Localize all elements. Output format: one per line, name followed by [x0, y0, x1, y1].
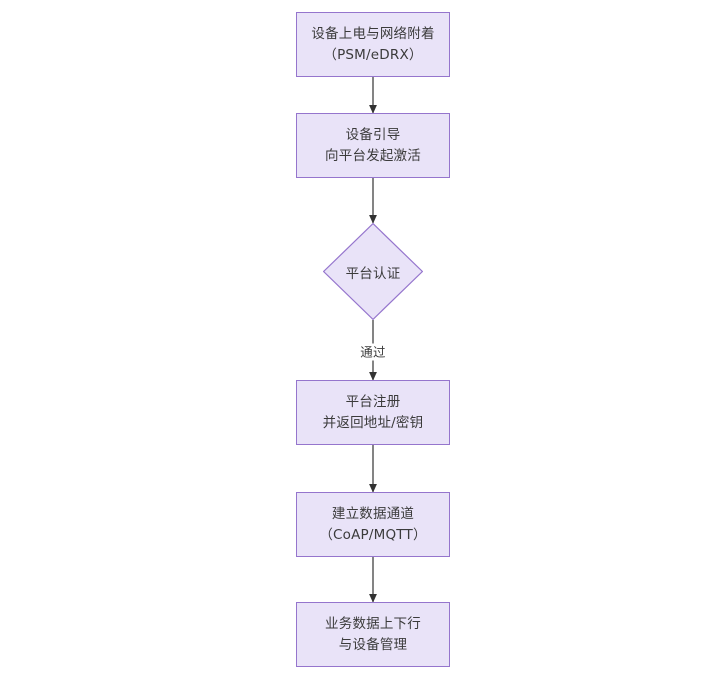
- node-business-data-and-device-management[interactable]: 业务数据上下行 与设备管理: [296, 602, 450, 667]
- diamond-shape-icon: [323, 223, 423, 320]
- node-text-line: 业务数据上下行: [325, 615, 421, 632]
- node-text-line: 建立数据通道: [331, 505, 415, 522]
- edge-label-pass: 通过: [358, 343, 388, 361]
- node-text-line: 平台注册: [345, 393, 401, 410]
- node-device-bootstrap[interactable]: 设备引导 向平台发起激活: [296, 113, 450, 178]
- node-text-line: （CoAP/MQTT）: [319, 526, 427, 543]
- node-data-channel[interactable]: 建立数据通道 （CoAP/MQTT）: [296, 492, 450, 557]
- node-text-line: （PSM/eDRX）: [323, 46, 423, 63]
- node-text-line: 向平台发起激活: [325, 147, 421, 164]
- node-text-line: 平台认证: [345, 265, 401, 282]
- node-text-line: 并返回地址/密钥: [322, 414, 424, 431]
- node-text-line: 设备引导: [345, 126, 401, 143]
- node-platform-authentication[interactable]: 平台认证: [323, 223, 423, 320]
- node-text-line: 设备上电与网络附着: [311, 25, 435, 42]
- node-text-line: 与设备管理: [338, 636, 408, 653]
- node-platform-registration[interactable]: 平台注册 并返回地址/密钥: [296, 380, 450, 445]
- node-device-power-on[interactable]: 设备上电与网络附着 （PSM/eDRX）: [296, 12, 450, 77]
